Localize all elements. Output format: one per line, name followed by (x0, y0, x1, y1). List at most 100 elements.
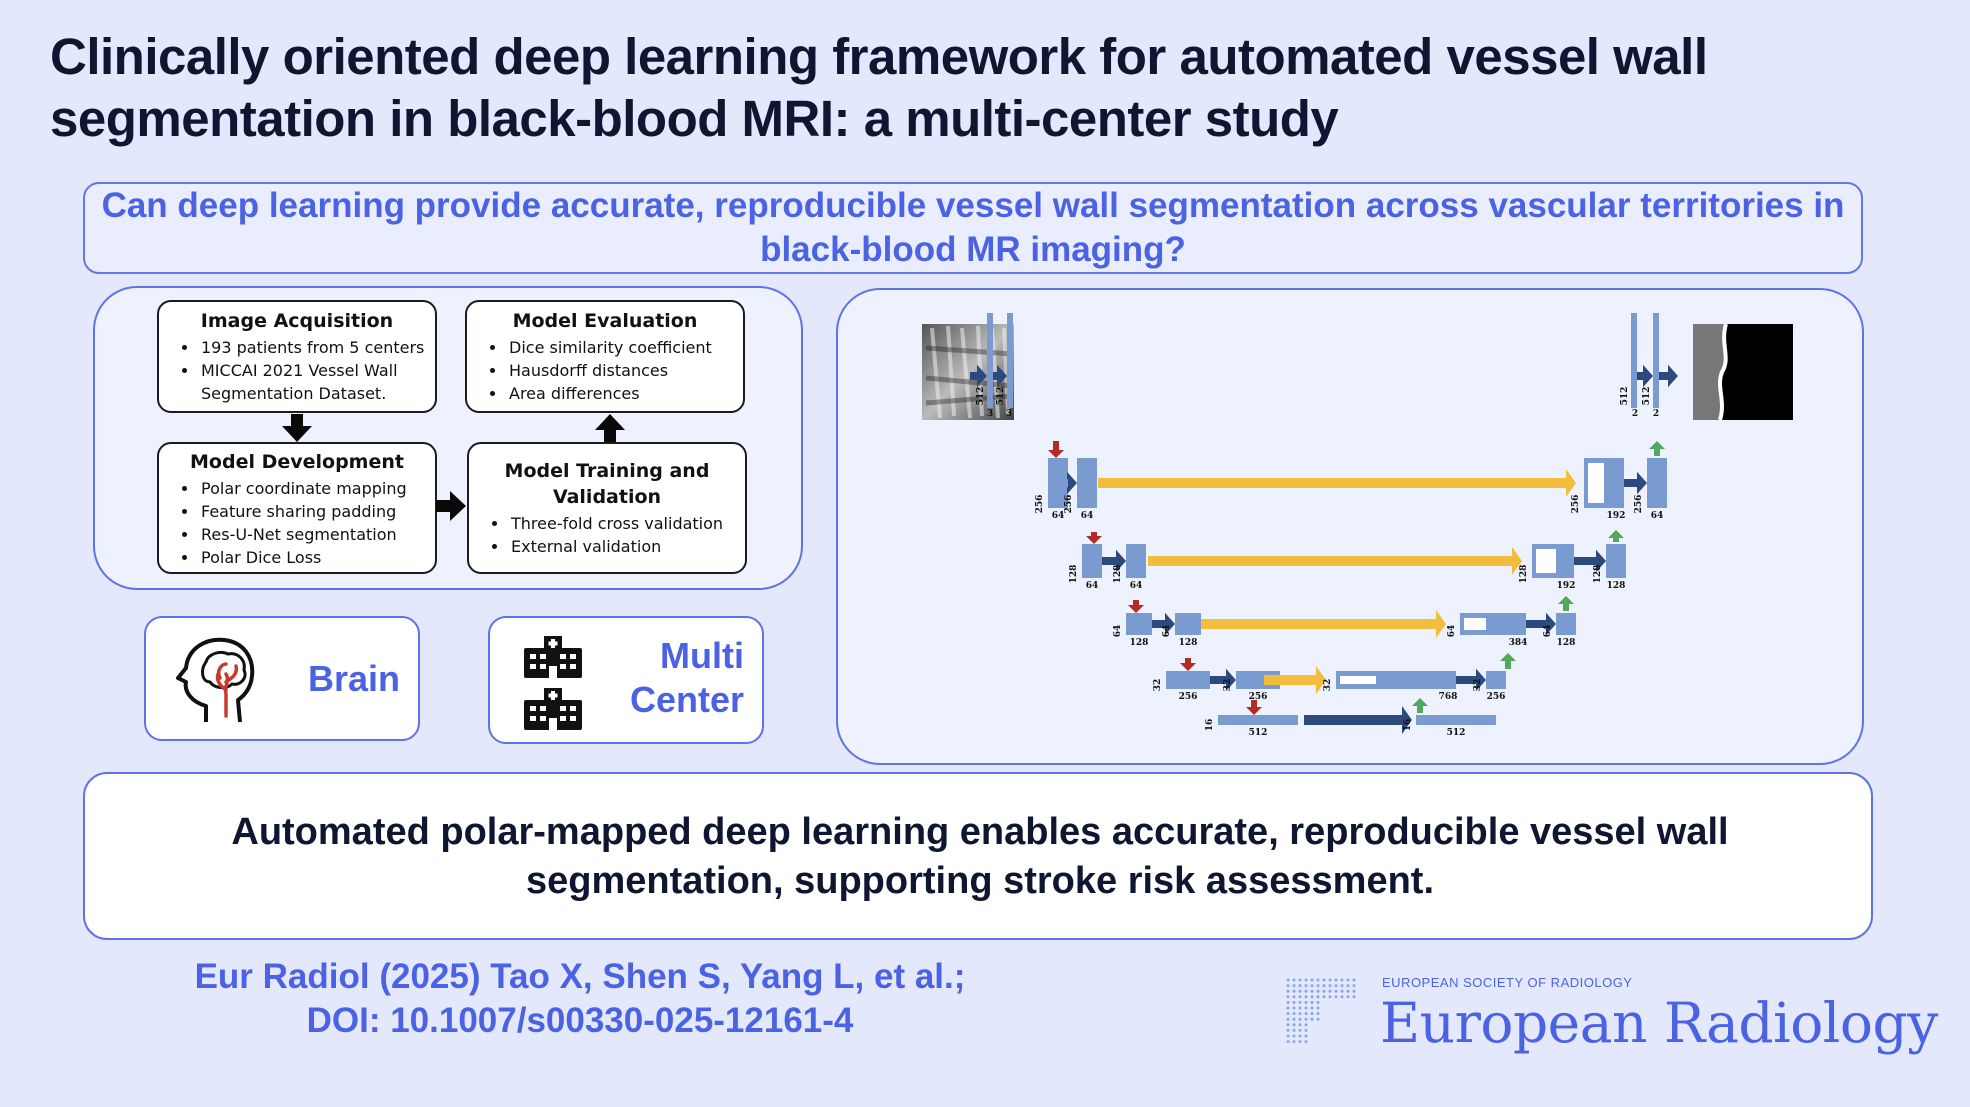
encoder-level3-size-label: 64 (1113, 625, 1123, 638)
decoder-level4-channel-label-a: 768 (1439, 692, 1458, 702)
encoder-level2-block-b (1126, 544, 1146, 578)
encoder-level3-channel-label-a: 128 (1130, 638, 1149, 648)
multi-label: Multi (660, 635, 744, 676)
list-item: External validation (509, 535, 725, 558)
list-item: Hausdorff distances (507, 359, 743, 382)
decoder-level1-block-b (1647, 458, 1667, 508)
upsample-arrow-1 (1649, 441, 1665, 456)
logo-dot (1298, 1034, 1302, 1038)
page-title: Clinically oriented deep learning framew… (50, 28, 1708, 147)
logo-dot (1304, 1000, 1308, 1004)
box-title: Model Development (190, 451, 404, 473)
decoder-level3-size-label-b: 64 (1543, 625, 1553, 638)
brain-label: Brain (307, 658, 400, 699)
citation-authors: Eur Radiol (2025) Tao X, Shen S, Yang L,… (194, 957, 966, 996)
input-channel-label-b: 3 (1006, 409, 1012, 419)
model-development-box: Model Development Polar coordinate mappi… (157, 442, 437, 574)
logo-dot (1298, 1028, 1302, 1032)
logo-dot (1352, 984, 1356, 988)
bottleneck-size-label: 16 (1205, 719, 1215, 732)
logo-dot (1298, 989, 1302, 993)
logo-dot (1310, 1006, 1314, 1010)
encoder-level2-conv-arrow (1102, 549, 1126, 573)
logo-dot (1334, 978, 1338, 982)
logo-dot (1304, 978, 1308, 982)
bottleneck-conv-arrow (1304, 706, 1412, 734)
decoder-level4-channel-label-b: 256 (1487, 692, 1506, 702)
logo-dot (1316, 989, 1320, 993)
logo-dot (1340, 989, 1344, 993)
box-title: Model Training and Validation (504, 460, 710, 508)
decoder-level3-channel-label-b: 128 (1557, 638, 1576, 648)
decoder-level4-conv-arrow (1456, 668, 1486, 692)
decoder-level3-block-a-concat (1464, 618, 1486, 630)
logo-dot (1286, 1006, 1290, 1010)
logo-dot (1346, 984, 1350, 988)
input-block-a (987, 313, 993, 408)
list-item: Polar coordinate mapping (199, 477, 435, 500)
logo-dot (1304, 984, 1308, 988)
encoder-level1-channel-label-a: 64 (1052, 511, 1065, 521)
encoder-level4-size-label-b: 32 (1223, 679, 1233, 692)
logo-dot (1304, 995, 1308, 999)
list-item: 193 patients from 5 centers (199, 336, 435, 359)
citation: Eur Radiol (2025) Tao X, Shen S, Yang L,… (150, 955, 1010, 1043)
logo-dot (1346, 995, 1350, 999)
brain-card: Brain (144, 616, 420, 741)
upsample-arrow-5 (1412, 698, 1428, 713)
encoder-level2-size-label-b: 128 (1113, 565, 1123, 584)
head-brain-vessels-icon (176, 637, 255, 723)
decoder-level1-size-label: 256 (1571, 495, 1581, 514)
downsample-arrow-5 (1246, 700, 1262, 715)
logo-dot (1292, 995, 1296, 999)
decoder-level1-conv-arrow (1624, 471, 1647, 495)
list-item: Three-fold cross validation (509, 512, 725, 535)
logo-dot (1292, 1034, 1296, 1038)
logo-dot (1292, 1006, 1296, 1010)
output-channel-label-a: 2 (1632, 409, 1638, 419)
logo-dot (1286, 995, 1290, 999)
encoder-level4-conv-arrow (1210, 668, 1236, 692)
decoder-level3-block-b (1556, 613, 1576, 635)
output-conv-arrow-b (1659, 364, 1678, 388)
logo-dot (1334, 989, 1338, 993)
logo-dot (1352, 995, 1356, 999)
model-evaluation-box: Model Evaluation Dice similarity coeffic… (465, 300, 745, 413)
research-question: Can deep learning provide accurate, repr… (101, 186, 1845, 269)
model-training-box: Model Training and Validation Three-fold… (467, 442, 747, 574)
logo-dot (1304, 989, 1308, 993)
logo-dot (1316, 1012, 1320, 1016)
output-segmentation-mask (1693, 323, 1793, 421)
arrow-development-to-training (436, 491, 466, 521)
logo-dot (1292, 1028, 1296, 1032)
hospital-building-icon (524, 636, 582, 730)
decoder-level2-channel-label-a: 192 (1557, 581, 1576, 591)
logo-dot (1286, 978, 1290, 982)
decoder-level3-size-label: 64 (1447, 625, 1457, 638)
logo-dot (1298, 1040, 1302, 1044)
decoder-level2-channel-label-b: 128 (1607, 581, 1626, 591)
logo-dot (1310, 989, 1314, 993)
encoder-level4-channel-label-a: 256 (1179, 692, 1198, 702)
encoder-level3-channel-label-b: 128 (1179, 638, 1198, 648)
encoder-level3-block-b (1175, 613, 1201, 635)
bottleneck-channel-label-a: 512 (1249, 728, 1268, 738)
logo-dot (1322, 984, 1326, 988)
logo-dot (1298, 995, 1302, 999)
logo-dot (1334, 995, 1338, 999)
center-label: Center (629, 679, 744, 720)
skip-connection-level3 (1201, 610, 1446, 638)
output-size-label-a: 512 (1620, 387, 1630, 406)
bottleneck-block-b (1416, 715, 1496, 725)
decoder-level4-block-a-concat (1340, 676, 1376, 684)
upsample-arrow-4 (1500, 653, 1516, 669)
logo-dot (1328, 978, 1332, 982)
logo-dot (1304, 1040, 1308, 1044)
logo-dot (1292, 1040, 1296, 1044)
decoder-level3-channel-label-a: 384 (1509, 638, 1528, 648)
encoder-level4-block-a (1166, 671, 1210, 689)
society-name: EUROPEAN SOCIETY OF RADIOLOGY (1382, 975, 1633, 990)
input-size-label-a: 512 (976, 387, 986, 406)
logo-dot (1346, 978, 1350, 982)
